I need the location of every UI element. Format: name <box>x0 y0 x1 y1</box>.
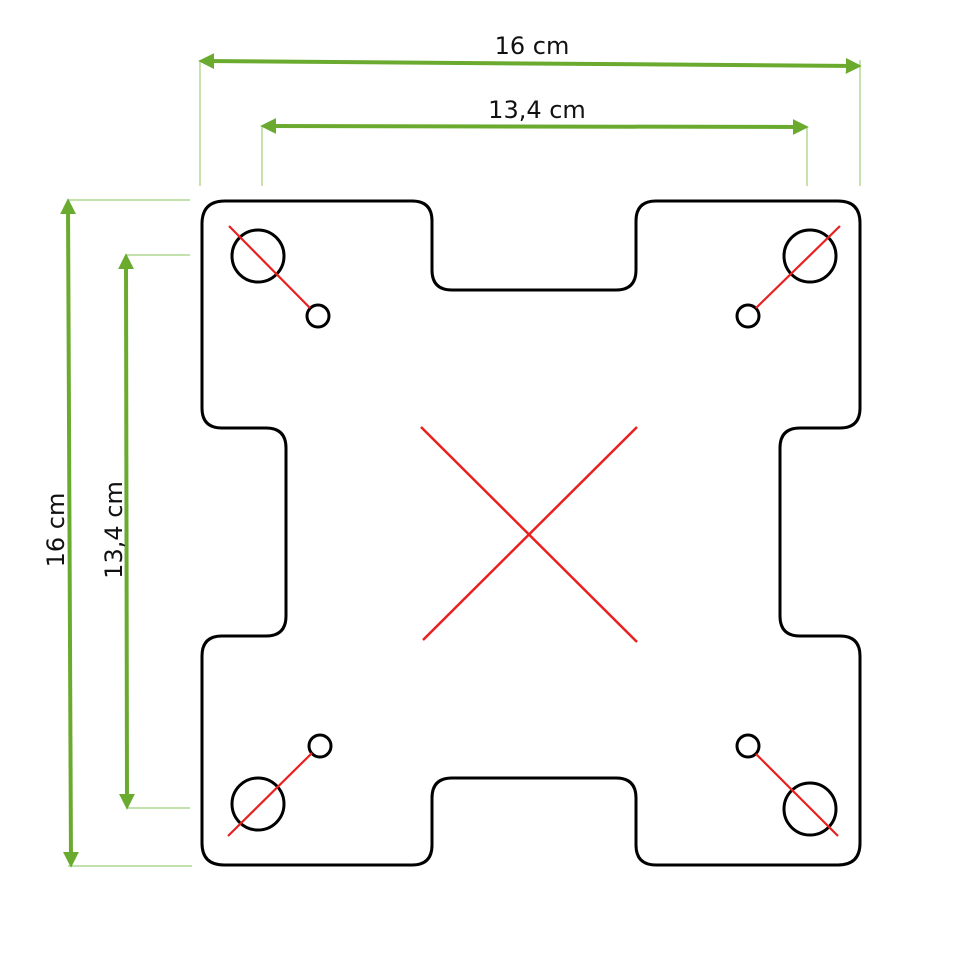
hole-small-bottom-right <box>735 733 761 759</box>
hole-large-bottom-right <box>782 781 838 837</box>
hole-large-bottom-left <box>230 776 286 832</box>
alignment-line-top-right <box>755 225 841 309</box>
alignment-line-bottom-right <box>755 753 839 837</box>
alignment-line-bottom-left <box>227 752 313 837</box>
hole-small-bottom-left <box>307 733 333 759</box>
dim-arrow-inner-width <box>260 118 809 135</box>
hole-small-top-right <box>735 303 761 329</box>
label-outer-width: 16 cm <box>495 32 570 60</box>
dim-arrow-inner-height <box>118 253 135 810</box>
hole-large-top-right <box>782 228 838 284</box>
dim-arrow-outer-height <box>60 198 79 868</box>
dim-arrow-outer-width <box>198 53 862 74</box>
extension-lines <box>68 60 861 867</box>
center-cross-line-b <box>422 426 638 641</box>
mounting-holes-large <box>230 228 838 837</box>
mounting-holes-small <box>305 303 761 759</box>
hole-small-top-left <box>305 303 331 329</box>
label-inner-height: 13,4 cm <box>100 481 128 579</box>
dimension-arrows <box>60 53 862 868</box>
center-cross-mark <box>420 426 638 643</box>
hole-large-top-left <box>230 228 286 284</box>
alignment-line-top-left <box>228 225 311 309</box>
alignment-lines <box>227 225 841 837</box>
label-inner-width: 13,4 cm <box>488 96 586 124</box>
label-outer-height: 16 cm <box>42 493 70 568</box>
